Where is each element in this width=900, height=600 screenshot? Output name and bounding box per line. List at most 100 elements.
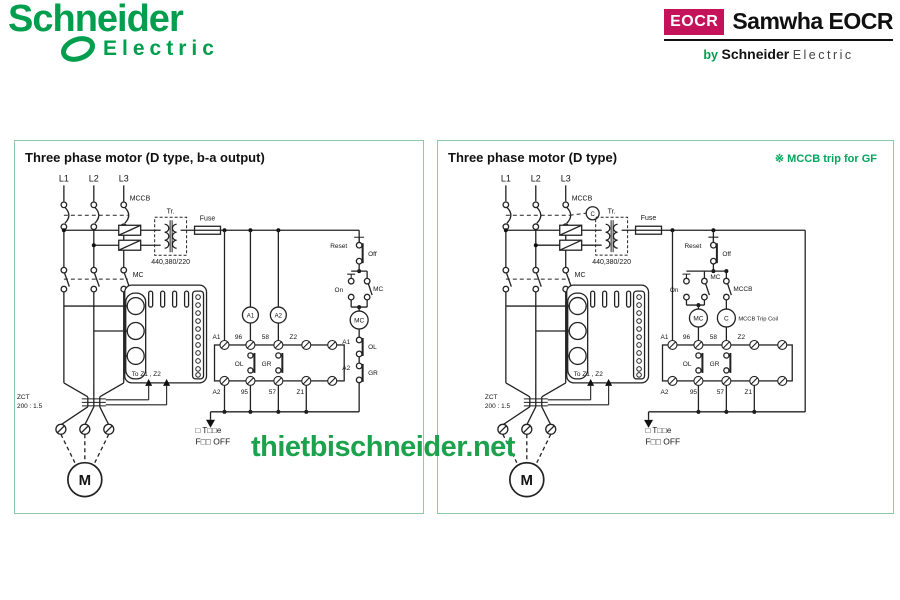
col-a2-label: A2 xyxy=(342,365,350,372)
terminal-a2: A2 xyxy=(661,389,669,396)
mccb-trip-coil-symbol xyxy=(585,206,600,221)
to-z-label: To Z1 , Z2 xyxy=(574,371,604,378)
phase-label-l1: L1 xyxy=(59,173,69,183)
to-z-arrows xyxy=(105,378,171,406)
zct-ratio-label: 200 : 1.5 xyxy=(485,403,511,410)
on-label: On xyxy=(670,287,679,294)
terminal-a1: A1 xyxy=(213,334,221,341)
phase-label-l2: L2 xyxy=(531,173,541,183)
ol-contact xyxy=(247,352,256,374)
eocr-byline-sub: Electric xyxy=(792,48,854,62)
zct-label: ZCT xyxy=(17,394,30,401)
eocr-relay xyxy=(124,284,208,384)
panel-three-phase-d-type: Three phase motor (D type) ※ MCCB trip f… xyxy=(437,140,894,514)
schneider-logo-icon xyxy=(61,36,95,62)
block-gr-label: GR xyxy=(710,361,720,368)
disconnect-fuse-boxes xyxy=(559,224,583,251)
junction-dots xyxy=(61,228,362,414)
to-z-label: To Z1 , Z2 xyxy=(132,371,162,378)
motor-symbol xyxy=(508,461,545,498)
right-power-lines xyxy=(497,185,806,498)
gr-contact xyxy=(723,352,732,374)
eocr-badge: EOCR xyxy=(664,8,725,35)
gr-contact xyxy=(275,352,284,374)
on-label: On xyxy=(335,287,344,294)
zct-ratio-label: 200 : 1.5 xyxy=(17,403,43,410)
terminal-58: 58 xyxy=(710,334,718,341)
fuse-label: Fuse xyxy=(200,215,216,222)
junction-dots xyxy=(503,228,757,414)
motor-lead-terminals xyxy=(55,423,115,435)
note-line1: □ T□□e xyxy=(196,426,222,435)
control-transformer xyxy=(595,216,629,256)
terminal-z2: Z2 xyxy=(738,334,746,341)
terminal-57: 57 xyxy=(269,389,277,396)
eocr-logo: EOCR Samwha EOCR by Schneider Electric xyxy=(664,8,893,62)
terminal-95: 95 xyxy=(241,389,249,396)
eocr-brand: Samwha EOCR xyxy=(732,8,893,34)
transformer-label: Tr. xyxy=(167,208,175,215)
panel-three-phase-ba-output: Three phase motor (D type, b-a output) xyxy=(14,140,424,514)
schneider-logo: Schneider Electric xyxy=(8,0,219,62)
terminal-58: 58 xyxy=(262,334,270,341)
zct-symbol xyxy=(60,382,125,426)
terminal-a1: A1 xyxy=(661,334,669,341)
terminal-block xyxy=(213,339,345,386)
terminal-z2: Z2 xyxy=(290,334,298,341)
motor-label: M xyxy=(521,472,533,489)
terminal-screws xyxy=(667,339,788,386)
motor-symbol xyxy=(67,461,103,498)
phase-label-l3: L3 xyxy=(119,173,129,183)
terminal-block xyxy=(661,339,793,386)
block-ol-label: OL xyxy=(235,361,244,368)
mccb-aux-label: MCCB xyxy=(733,286,752,293)
mc-label: MC xyxy=(133,272,144,279)
terminal-95: 95 xyxy=(690,389,698,396)
gf-note: ※ MCCB trip for GF xyxy=(774,153,877,165)
voltage-label: 440,380/220 xyxy=(592,259,631,266)
left-panel-title: Three phase motor (D type, b-a output) xyxy=(25,150,265,165)
terminal-96: 96 xyxy=(235,334,243,341)
terminal-96: 96 xyxy=(683,334,691,341)
control-circuit xyxy=(347,230,373,412)
eocr-relay xyxy=(566,284,650,384)
left-wiring-diagram: L1 L2 L3 MCCB Tr. 440,380/220 Fuse MC A1… xyxy=(17,173,384,498)
terminal-57: 57 xyxy=(717,389,725,396)
col-a1-label: A1 xyxy=(342,339,350,346)
block-ol-label: OL xyxy=(683,361,692,368)
mc-contactor xyxy=(60,266,130,293)
mc-coil-label: MC xyxy=(354,318,364,325)
zct-label: ZCT xyxy=(485,394,498,401)
phase-label-l2: L2 xyxy=(89,173,99,183)
schneider-logo-name: Schneider xyxy=(8,0,184,40)
zct-symbol xyxy=(502,382,567,426)
transformer-label: Tr. xyxy=(608,208,616,215)
mccb-label: MCCB xyxy=(572,195,593,202)
pilot-lamps xyxy=(223,230,287,341)
reset-label: Reset xyxy=(330,243,347,250)
reset-label: Reset xyxy=(685,243,702,250)
right-wiring-diagram: L1 L2 L3 MCCB C Tr. 440,380/220 Fuse MC … xyxy=(485,173,806,498)
voltage-label: 440,380/220 xyxy=(151,259,190,266)
terminal-z1: Z1 xyxy=(745,389,753,396)
fuse-symbol xyxy=(634,225,663,235)
eocr-by: by xyxy=(703,48,719,62)
mccb-trip-coil-label: MCCB Trip Coil xyxy=(738,317,778,323)
mccb-trip-coil-c: C xyxy=(591,212,596,218)
off-label: Off xyxy=(722,251,731,258)
phase-label-l1: L1 xyxy=(501,173,511,183)
motor-label: M xyxy=(79,472,91,489)
note-line2: F□□ OFF xyxy=(196,437,231,447)
eocr-byline-brand: Schneider xyxy=(721,46,790,62)
note-line1: □ T□□e xyxy=(646,426,672,435)
mccb-label: MCCB xyxy=(130,195,151,202)
ground-symbol xyxy=(644,411,654,428)
fuse-label: Fuse xyxy=(641,215,657,222)
lamp-a2-label: A2 xyxy=(275,314,283,320)
fuse-symbol xyxy=(193,225,222,235)
terminal-z1: Z1 xyxy=(297,389,305,396)
left-power-lines xyxy=(55,185,373,498)
terminal-a2: A2 xyxy=(213,389,221,396)
off-label: Off xyxy=(368,251,377,258)
mccb-breaker xyxy=(502,201,600,231)
